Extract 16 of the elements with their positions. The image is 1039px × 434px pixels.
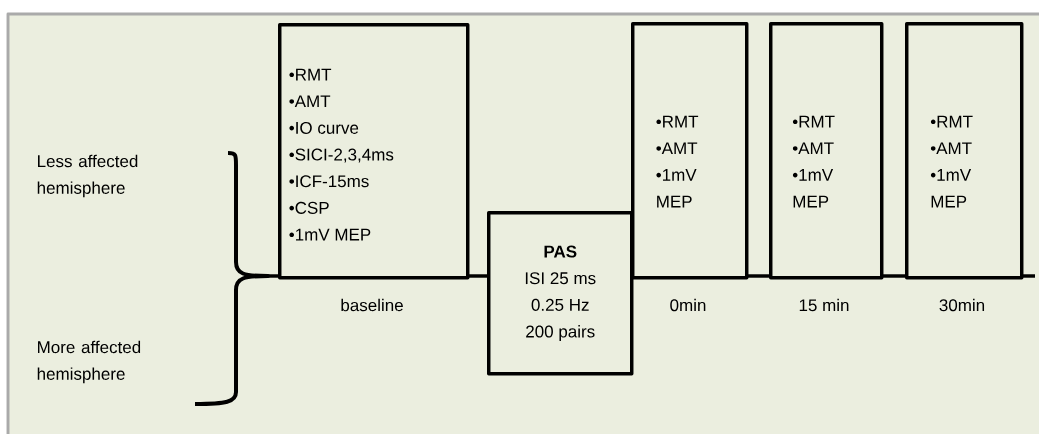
stimulation-box: PAS ISI 25 ms 0.25 Hz 200 pairs: [487, 211, 634, 376]
time-label: 15 min: [799, 298, 849, 312]
time-label: 0min: [670, 298, 706, 312]
time-label: baseline: [341, 298, 403, 312]
measure-box: •RMT •AMT •IO curve •SICI-2,3,4ms •ICF-15ms •CSP •1mV MEP: [278, 23, 470, 280]
timeline: [882, 274, 906, 278]
timeline: [747, 274, 770, 278]
timeline: [1022, 274, 1035, 278]
measure-box: •RMT •AMT •1mV MEP: [769, 22, 884, 280]
timeline: [468, 274, 488, 278]
measure-box: •RMT •AMT •1mV MEP: [631, 22, 749, 280]
time-label: 30min: [939, 298, 985, 312]
hemisphere-label: Less affected hemisphere: [37, 154, 138, 198]
measure-box: •RMT •AMT •1mV MEP: [905, 22, 1024, 280]
hemisphere-label: More affected hemisphere: [37, 340, 141, 384]
timeline: [268, 274, 279, 278]
